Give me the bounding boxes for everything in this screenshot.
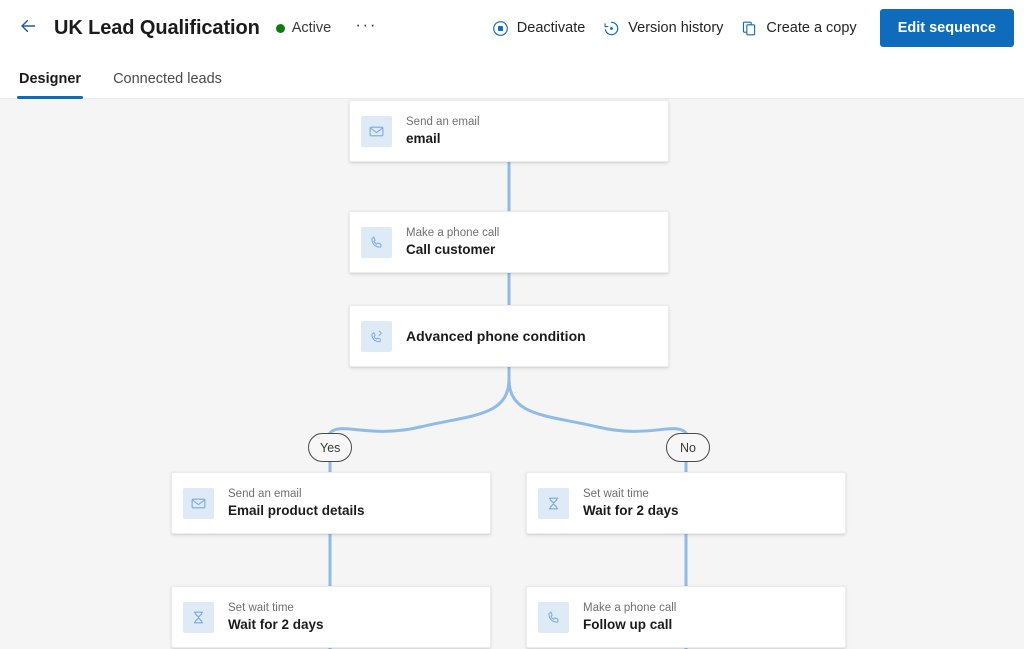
envelope-icon (183, 487, 214, 519)
flow-node-follow-up-call[interactable]: Make a phone call Follow up call (526, 586, 846, 648)
node-text: Make a phone call Follow up call (583, 601, 676, 634)
node-subtitle: Set wait time (583, 487, 649, 500)
node-title: Wait for 2 days (583, 502, 679, 518)
sequence-designer-canvas[interactable]: Send an email email Make a phone call Ca… (0, 99, 1024, 649)
page-title: UK Lead Qualification (54, 16, 260, 39)
hourglass-icon (538, 487, 569, 519)
phone-branch-icon (361, 320, 392, 352)
node-subtitle: Make a phone call (406, 226, 500, 239)
flow-node-email-product-details[interactable]: Send an email Email product details (171, 472, 491, 534)
branch-pill-label: No (680, 440, 696, 455)
flow-connectors (328, 160, 688, 649)
version-history-label: Version history (628, 20, 724, 36)
version-history-button[interactable]: Version history (594, 12, 732, 44)
node-text: Send an email Email product details (228, 487, 365, 520)
deactivate-icon (492, 20, 509, 37)
node-title: Follow up call (583, 616, 673, 632)
back-button[interactable] (12, 12, 44, 44)
flow-node-wait-no-branch[interactable]: Set wait time Wait for 2 days (526, 472, 846, 534)
node-text: Set wait time Wait for 2 days (228, 601, 324, 634)
node-title: Call customer (406, 241, 496, 257)
node-title: Email product details (228, 502, 365, 518)
arrow-left-icon (18, 16, 38, 41)
flow-node-advanced-phone-condition[interactable]: Advanced phone condition (349, 305, 669, 367)
branch-pill-no[interactable]: No (666, 433, 710, 462)
edit-sequence-button[interactable]: Edit sequence (879, 9, 1014, 47)
node-text: Advanced phone condition (406, 327, 586, 345)
more-options-button[interactable]: ··· (355, 14, 378, 34)
status-dot (275, 23, 285, 33)
status-label: Active (291, 20, 332, 36)
hourglass-icon (183, 601, 214, 633)
branch-pill-label: Yes (320, 440, 341, 455)
app-header: UK Lead Qualification Active ··· Deactiv… (0, 0, 1024, 56)
node-text: Send an email email (406, 115, 480, 148)
node-subtitle: Make a phone call (583, 601, 677, 614)
branch-pill-yes[interactable]: Yes (308, 433, 353, 462)
tab-connected-leads[interactable]: Connected leads (113, 71, 222, 87)
create-a-copy-label: Create a copy (766, 20, 857, 36)
flow-node-send-email-top[interactable]: Send an email email (349, 100, 669, 162)
node-title: Advanced phone condition (406, 327, 586, 344)
create-a-copy-button[interactable]: Create a copy (732, 12, 865, 44)
phone-icon (538, 601, 569, 633)
status-badge: Active (275, 20, 332, 36)
node-text: Set wait time Wait for 2 days (583, 487, 679, 520)
node-subtitle: Set wait time (228, 601, 294, 614)
envelope-icon (361, 115, 392, 147)
node-title: email (406, 130, 441, 146)
deactivate-label: Deactivate (516, 20, 586, 36)
node-title: Wait for 2 days (228, 616, 324, 632)
node-subtitle: Send an email (228, 487, 302, 500)
flow-node-call-customer[interactable]: Make a phone call Call customer (349, 211, 669, 273)
phone-icon (361, 226, 392, 258)
copy-icon (741, 20, 758, 37)
node-subtitle: Send an email (406, 115, 480, 128)
flow-node-wait-yes-branch[interactable]: Set wait time Wait for 2 days (171, 586, 491, 648)
version-history-icon (603, 20, 620, 37)
deactivate-button[interactable]: Deactivate (483, 12, 595, 44)
tab-bar: Designer Connected leads (0, 56, 1024, 99)
header-actions: Deactivate Version history Create a copy (483, 0, 1024, 56)
node-text: Make a phone call Call customer (406, 226, 499, 259)
tab-designer[interactable]: Designer (17, 71, 84, 99)
